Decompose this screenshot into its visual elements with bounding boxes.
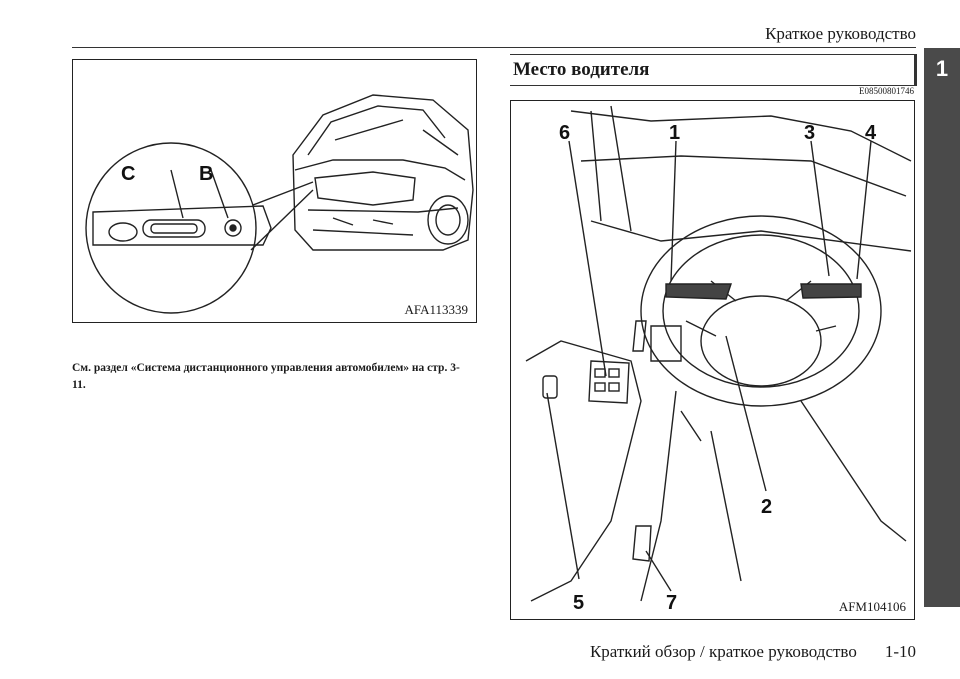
chapter-tab: 1 (924, 48, 960, 607)
page-footer: Краткий обзор / краткое руководство 1-10 (590, 642, 916, 662)
callout-4: 4 (865, 122, 877, 144)
running-header: Краткое руководство (765, 24, 916, 43)
rear-hatch-drawing: C B (85, 94, 474, 314)
section-code: E08500801746 (859, 86, 914, 96)
rear-hatch-illustration: C B AFA113339 (72, 59, 477, 323)
section-heading-box: Место водителя (510, 54, 917, 86)
callout-5: 5 (573, 592, 584, 614)
callout-3: 3 (804, 122, 815, 144)
header-divider (72, 47, 916, 48)
figure-right-code: AFM104106 (838, 599, 906, 614)
driver-cockpit-drawing: 6 1 3 4 2 5 7 (525, 105, 912, 614)
callout-1: 1 (669, 122, 680, 144)
footer-text: Краткий обзор / краткое руководство (589, 642, 857, 661)
page-number: 1-10 (884, 642, 916, 661)
callout-2: 2 (761, 496, 772, 518)
callout-6: 6 (559, 122, 570, 144)
cross-reference-caption: См. раздел «Система дистанционного управ… (72, 362, 460, 391)
driver-seat-illustration: 6 1 3 4 2 5 7 AFM104106 (510, 100, 915, 620)
figure-left-code: AFA113339 (404, 302, 468, 317)
chapter-number: 1 (935, 56, 949, 81)
callout-7: 7 (666, 592, 677, 614)
callout-b: B (199, 163, 213, 185)
callout-c: C (121, 163, 135, 185)
section-title: Место водителя (513, 59, 650, 80)
